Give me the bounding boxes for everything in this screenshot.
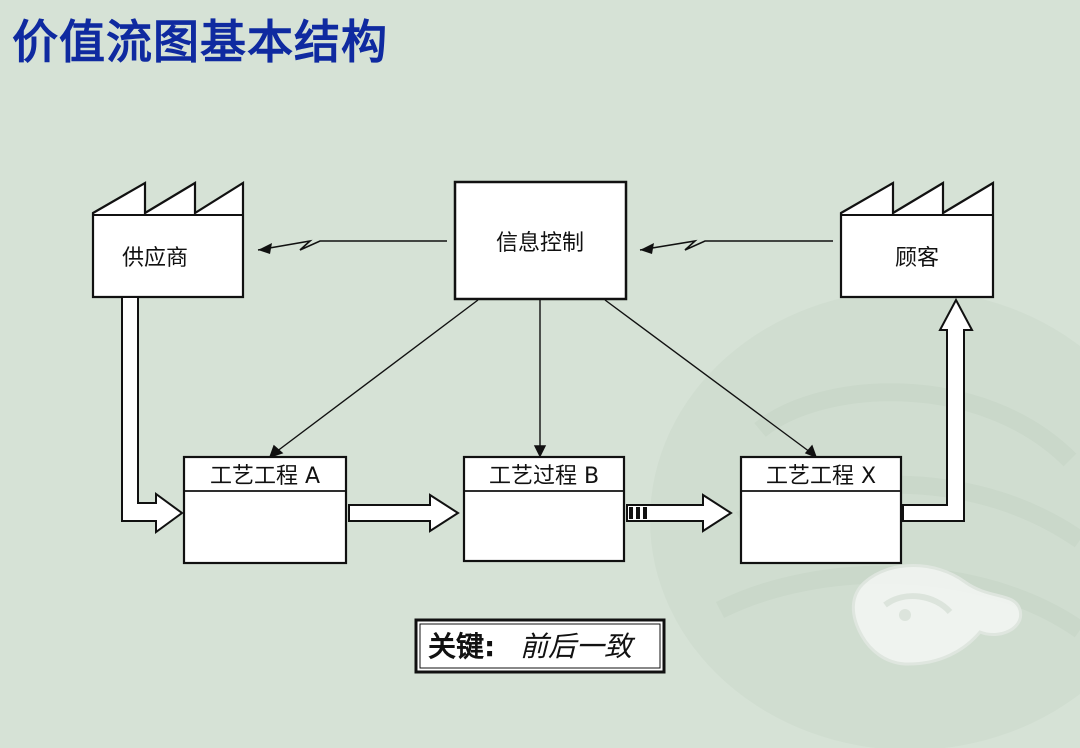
process-x-label: 工艺工程 X [766, 464, 876, 489]
info-to-processes [268, 299, 818, 459]
info-control-box: 信息控制 [453, 180, 628, 301]
process-a-box: 工艺工程 A [182, 455, 348, 565]
customer-label: 顾客 [895, 246, 939, 271]
push-arrow-b-to-x [626, 493, 733, 533]
process-x-box: 工艺工程 X [739, 455, 903, 565]
page-title: 价值流图基本结构 [12, 15, 388, 69]
process-b-label: 工艺过程 B [489, 464, 599, 489]
info-flow-from-customer [639, 239, 833, 254]
process-b-box: 工艺过程 B [462, 455, 626, 563]
push-arrow-a-to-b [348, 493, 460, 533]
supplier-roof-icon [91, 181, 245, 299]
info-flow-to-supplier [257, 239, 447, 254]
dragon-decoration [851, 564, 1023, 666]
key-note-box: 关键: 前后一致 [414, 618, 666, 674]
key-note-value: 前后一致 [520, 630, 636, 663]
material-flow-supplier-to-a [121, 296, 184, 534]
supplier-factory: 供应商 [91, 181, 245, 299]
key-note-label: 关键: [428, 630, 495, 663]
shipment-flow-x-to-customer [902, 297, 974, 522]
customer-factory: 顾客 [839, 181, 995, 299]
supplier-label: 供应商 [122, 246, 188, 271]
info-control-label: 信息控制 [496, 231, 584, 256]
customer-roof-icon [839, 181, 995, 299]
process-a-label: 工艺工程 A [210, 464, 320, 489]
